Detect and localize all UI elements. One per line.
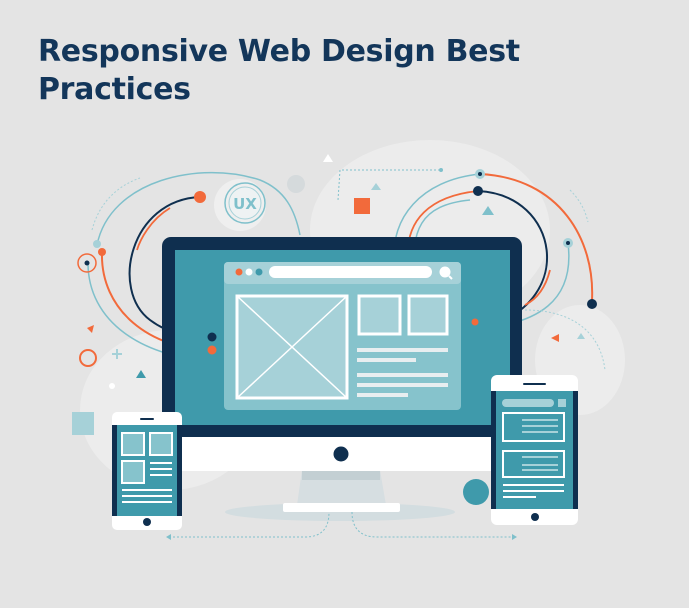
arrow-left-icon — [166, 534, 171, 540]
dotted-connector — [169, 511, 514, 538]
triangle-shape — [323, 154, 333, 162]
arc-node — [439, 168, 443, 172]
text-lines — [357, 348, 448, 397]
triangle-shape — [551, 334, 559, 342]
arc-node — [84, 260, 90, 266]
desktop-monitor — [162, 237, 522, 521]
thumbnail-placeholder — [407, 294, 449, 336]
arc-node — [194, 191, 206, 203]
tile — [149, 432, 173, 456]
square-shape — [72, 412, 94, 435]
search-icon — [439, 266, 453, 280]
arc-node — [566, 241, 570, 245]
circle-shape — [463, 479, 489, 505]
triangle-shape — [136, 370, 146, 378]
tablet-device-left — [112, 412, 182, 530]
circle-shape — [79, 349, 97, 367]
page-title: Responsive Web Design Best Practices — [38, 34, 520, 107]
triangle-shape — [371, 183, 381, 190]
triangle-shape — [577, 333, 585, 339]
speaker-slot — [523, 383, 546, 385]
text-lines — [122, 462, 172, 503]
thumbnail-placeholder — [357, 294, 402, 336]
arc-node-ring — [77, 253, 97, 273]
arc-node — [98, 248, 106, 256]
arrow-right-icon — [512, 534, 517, 540]
arc-node — [207, 345, 217, 355]
triangle-shape — [482, 206, 494, 215]
plus-shape — [112, 349, 122, 359]
content-card — [502, 450, 565, 478]
browser-dot-close — [235, 268, 243, 276]
square-shape — [354, 198, 370, 214]
monitor-base — [283, 503, 400, 512]
image-placeholder — [235, 294, 349, 400]
content-card — [502, 412, 565, 442]
text-lines — [503, 484, 564, 498]
browser-dot-maximize — [255, 268, 263, 276]
tile — [121, 460, 145, 484]
home-button — [531, 513, 539, 521]
triangle-shape — [87, 325, 94, 333]
speaker-slot — [140, 418, 154, 420]
browser-dot-minimize — [245, 268, 253, 276]
phone-device-right — [491, 375, 578, 525]
address-bar — [269, 266, 432, 278]
ux-badge-label: UX — [233, 195, 257, 213]
tile — [121, 432, 145, 456]
dot-shape — [109, 383, 115, 389]
monitor-button — [333, 446, 349, 462]
search-bar — [502, 399, 554, 407]
arc-node — [478, 172, 482, 176]
arc-node — [471, 318, 479, 326]
arc-node — [587, 299, 597, 309]
browser-window — [224, 262, 461, 410]
arc-node — [473, 186, 483, 196]
ux-badge: UX — [224, 182, 266, 224]
decorative-dot — [287, 175, 305, 193]
arc-node — [93, 240, 101, 248]
home-button — [143, 518, 151, 526]
arc-node — [207, 332, 217, 342]
